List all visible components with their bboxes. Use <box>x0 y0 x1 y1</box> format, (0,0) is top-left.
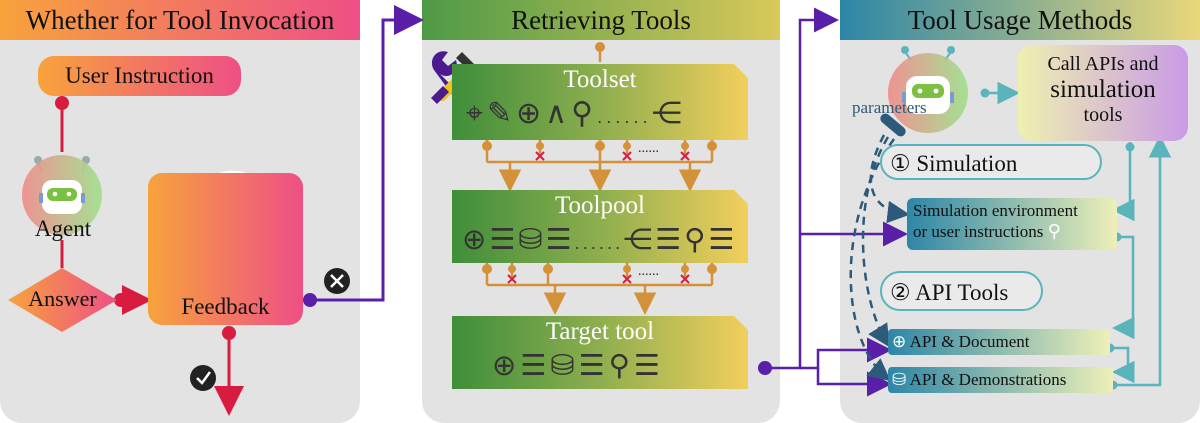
user-instruction-label: User Instruction <box>65 63 214 88</box>
user-instruction-box: User Instruction <box>38 56 241 96</box>
simulation-pill: ① Simulation <box>880 144 1102 180</box>
dots-text: ...... <box>574 234 624 253</box>
toolset-label: Toolset <box>563 66 637 93</box>
sim-env-line2: or user instructions ⚲ <box>913 221 1061 242</box>
database-icon: ⛁ <box>550 348 579 382</box>
pin-tool-icon: ⚲ <box>1047 221 1061 242</box>
arrow-feedback-to-retrieval <box>310 5 424 302</box>
simulation-label: ① Simulation <box>890 151 1018 176</box>
filter-toolset-to-toolpool <box>485 140 714 192</box>
dot-instruction <box>55 96 69 110</box>
api-document-box: ⊕ API & Document <box>888 329 1110 355</box>
location-pin-icon: ⌖ <box>466 96 487 131</box>
dot-retrieval-input <box>595 42 605 52</box>
target-tool-box: Target tool ⊕☰⛁☰⚲☰ <box>452 316 748 389</box>
answer-label: Answer <box>28 286 97 311</box>
toolpool-label: Toolpool <box>555 192 645 219</box>
toolset-icons: ⌖✎⊕∧⚲......⋲ <box>466 96 686 131</box>
hierarchy-icon: ⋲ <box>651 96 686 131</box>
feedback-label: Feedback <box>181 294 270 319</box>
target-tool-icons: ⊕☰⛁☰⚲☰ <box>492 348 664 382</box>
toolpool-icons: ⊕☰⛁☰......⋲☰⚲☰ <box>462 222 737 256</box>
list-icon: ☰ <box>578 348 609 382</box>
dot-feedback-out <box>303 293 317 307</box>
agent-robot-icon <box>22 155 102 235</box>
list-icon: ☰ <box>489 222 519 256</box>
answer-diamond <box>8 268 117 332</box>
api-tools-pill: ② API Tools <box>880 271 1043 311</box>
call-apis-line1: Call APIs and <box>1047 53 1159 75</box>
globe-icon: ⊕ <box>892 332 907 352</box>
globe-icon: ⊕ <box>492 348 521 382</box>
panel-title-tool-usage: Tool Usage Methods <box>840 0 1200 40</box>
compass-icon: ∧ <box>545 96 572 131</box>
api-demonstrations-box: ⛁ API & Demonstrations <box>888 367 1113 393</box>
teal-connectors <box>985 81 1172 387</box>
dot-target-out <box>758 361 772 375</box>
arrows-target-to-usage <box>765 7 908 397</box>
list-icon: ☰ <box>708 222 738 256</box>
toolset-box: Toolset ⌖✎⊕∧⚲......⋲ <box>452 64 748 140</box>
parameter-emitter <box>880 113 906 137</box>
parameter-dashed-lines <box>849 134 910 382</box>
parameters-label: parameters <box>852 98 927 117</box>
dots-text: ...... <box>597 108 652 127</box>
call-apis-line3: tools <box>1083 104 1123 126</box>
filter-dots-text-2: ...... <box>638 264 659 279</box>
api-document-label: API & Document <box>909 332 1030 351</box>
panel-title-retrieving-tools: Retrieving Tools <box>422 0 780 40</box>
call-apis-box: Call APIs and simulation tools <box>1018 45 1188 141</box>
agent-label: Agent <box>34 216 92 241</box>
toolpool-box: Toolpool ⊕☰⛁☰......⋲☰⚲☰ <box>452 190 748 263</box>
hierarchy-icon: ⋲ <box>623 222 656 256</box>
list-icon: ☰ <box>520 348 551 382</box>
call-apis-line2: simulation <box>1050 76 1156 103</box>
database-icon: ⛁ <box>518 222 546 256</box>
filter-toolpool-to-target <box>485 263 714 315</box>
target-tool-label: Target tool <box>545 318 655 345</box>
database-icon: ⛁ <box>892 370 907 390</box>
accept-icon <box>190 365 216 391</box>
pin-tool-icon: ⚲ <box>571 96 598 131</box>
dot-answer <box>114 293 128 307</box>
dot-feedback-bottom <box>222 326 236 340</box>
usage-robot-icon <box>888 46 968 133</box>
filter-dots-text-1: ...... <box>638 141 659 156</box>
api-tools-label: ② API Tools <box>890 280 1009 305</box>
globe-icon: ⊕ <box>516 96 546 131</box>
globe-icon: ⊕ <box>462 222 490 256</box>
api-demonstrations-label: API & Demonstrations <box>909 370 1067 389</box>
list-icon: ☰ <box>545 222 575 256</box>
pin-tool-icon: ⚲ <box>608 348 634 382</box>
feedback-box <box>148 173 303 325</box>
panel-title-tool-invocation: Whether for Tool Invocation <box>0 0 360 40</box>
list-icon: ☰ <box>655 222 685 256</box>
list-icon: ☰ <box>633 348 664 382</box>
filter-dots-2 <box>482 264 717 284</box>
sim-env-line1: Simulation environment <box>913 201 1078 220</box>
filter-dots-1 <box>482 141 717 161</box>
pencil-icon: ✎ <box>486 96 517 131</box>
pin-tool-icon: ⚲ <box>684 222 709 256</box>
sim-env-box: Simulation environment or user instructi… <box>907 198 1117 250</box>
